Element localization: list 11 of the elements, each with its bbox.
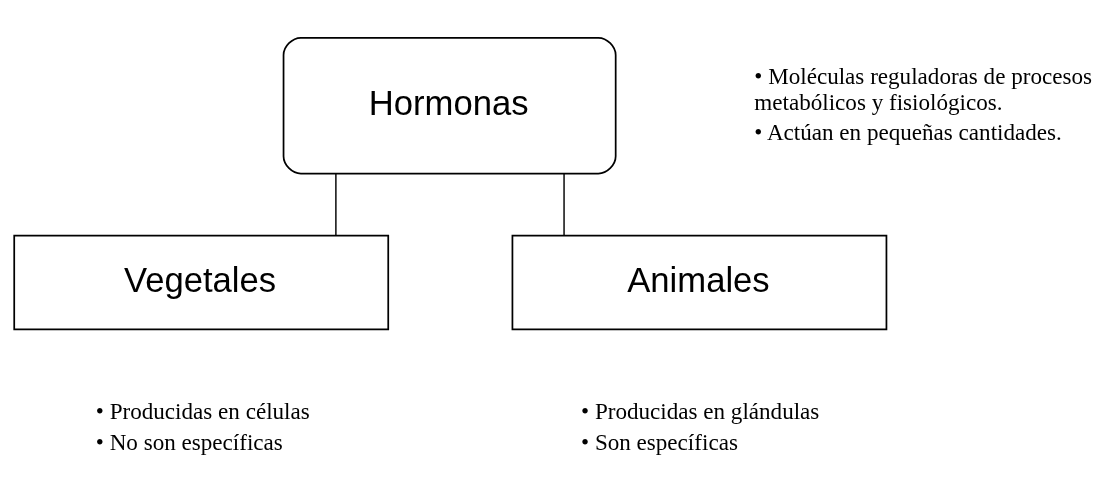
node-box: Vegetales — [13, 234, 390, 330]
connector — [563, 172, 565, 236]
node-box: Hormonas — [282, 36, 617, 174]
node-label: • No son específicas — [95, 428, 283, 455]
node-label: • Producidas en glándulas — [581, 397, 820, 424]
node-label: • Producidas en células — [95, 397, 310, 424]
node-label: • Son específicas — [581, 428, 738, 455]
node-label: • Actúan en pequeñas cantidades. — [754, 118, 1062, 145]
connector — [335, 172, 337, 236]
node-label: • Moléculas reguladoras de procesos metabólicos y fisiológicos. — [754, 62, 1093, 115]
node-box: Animales — [511, 234, 888, 330]
